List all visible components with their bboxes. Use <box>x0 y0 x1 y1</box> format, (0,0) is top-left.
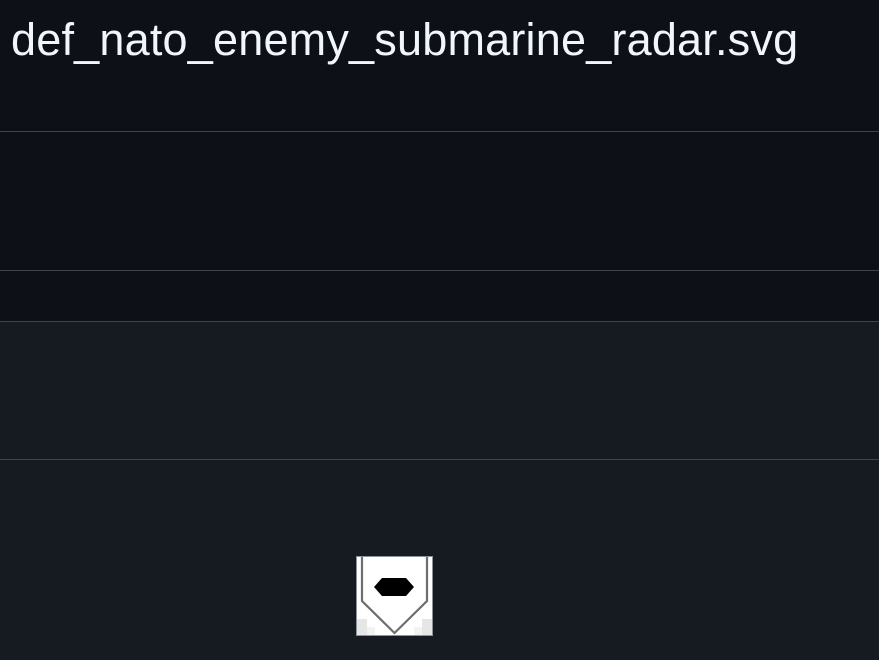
file-info-bar <box>0 271 879 322</box>
image-preview-area <box>0 460 879 660</box>
toolbar-area <box>0 132 879 271</box>
file-actions-area <box>0 322 879 460</box>
nato-enemy-submarine-radar-icon <box>357 557 432 635</box>
svg-preview-image[interactable] <box>356 556 433 636</box>
file-title: def_nato_enemy_submarine_radar.svg <box>11 14 799 65</box>
file-header: def_nato_enemy_submarine_radar.svg <box>0 0 879 132</box>
